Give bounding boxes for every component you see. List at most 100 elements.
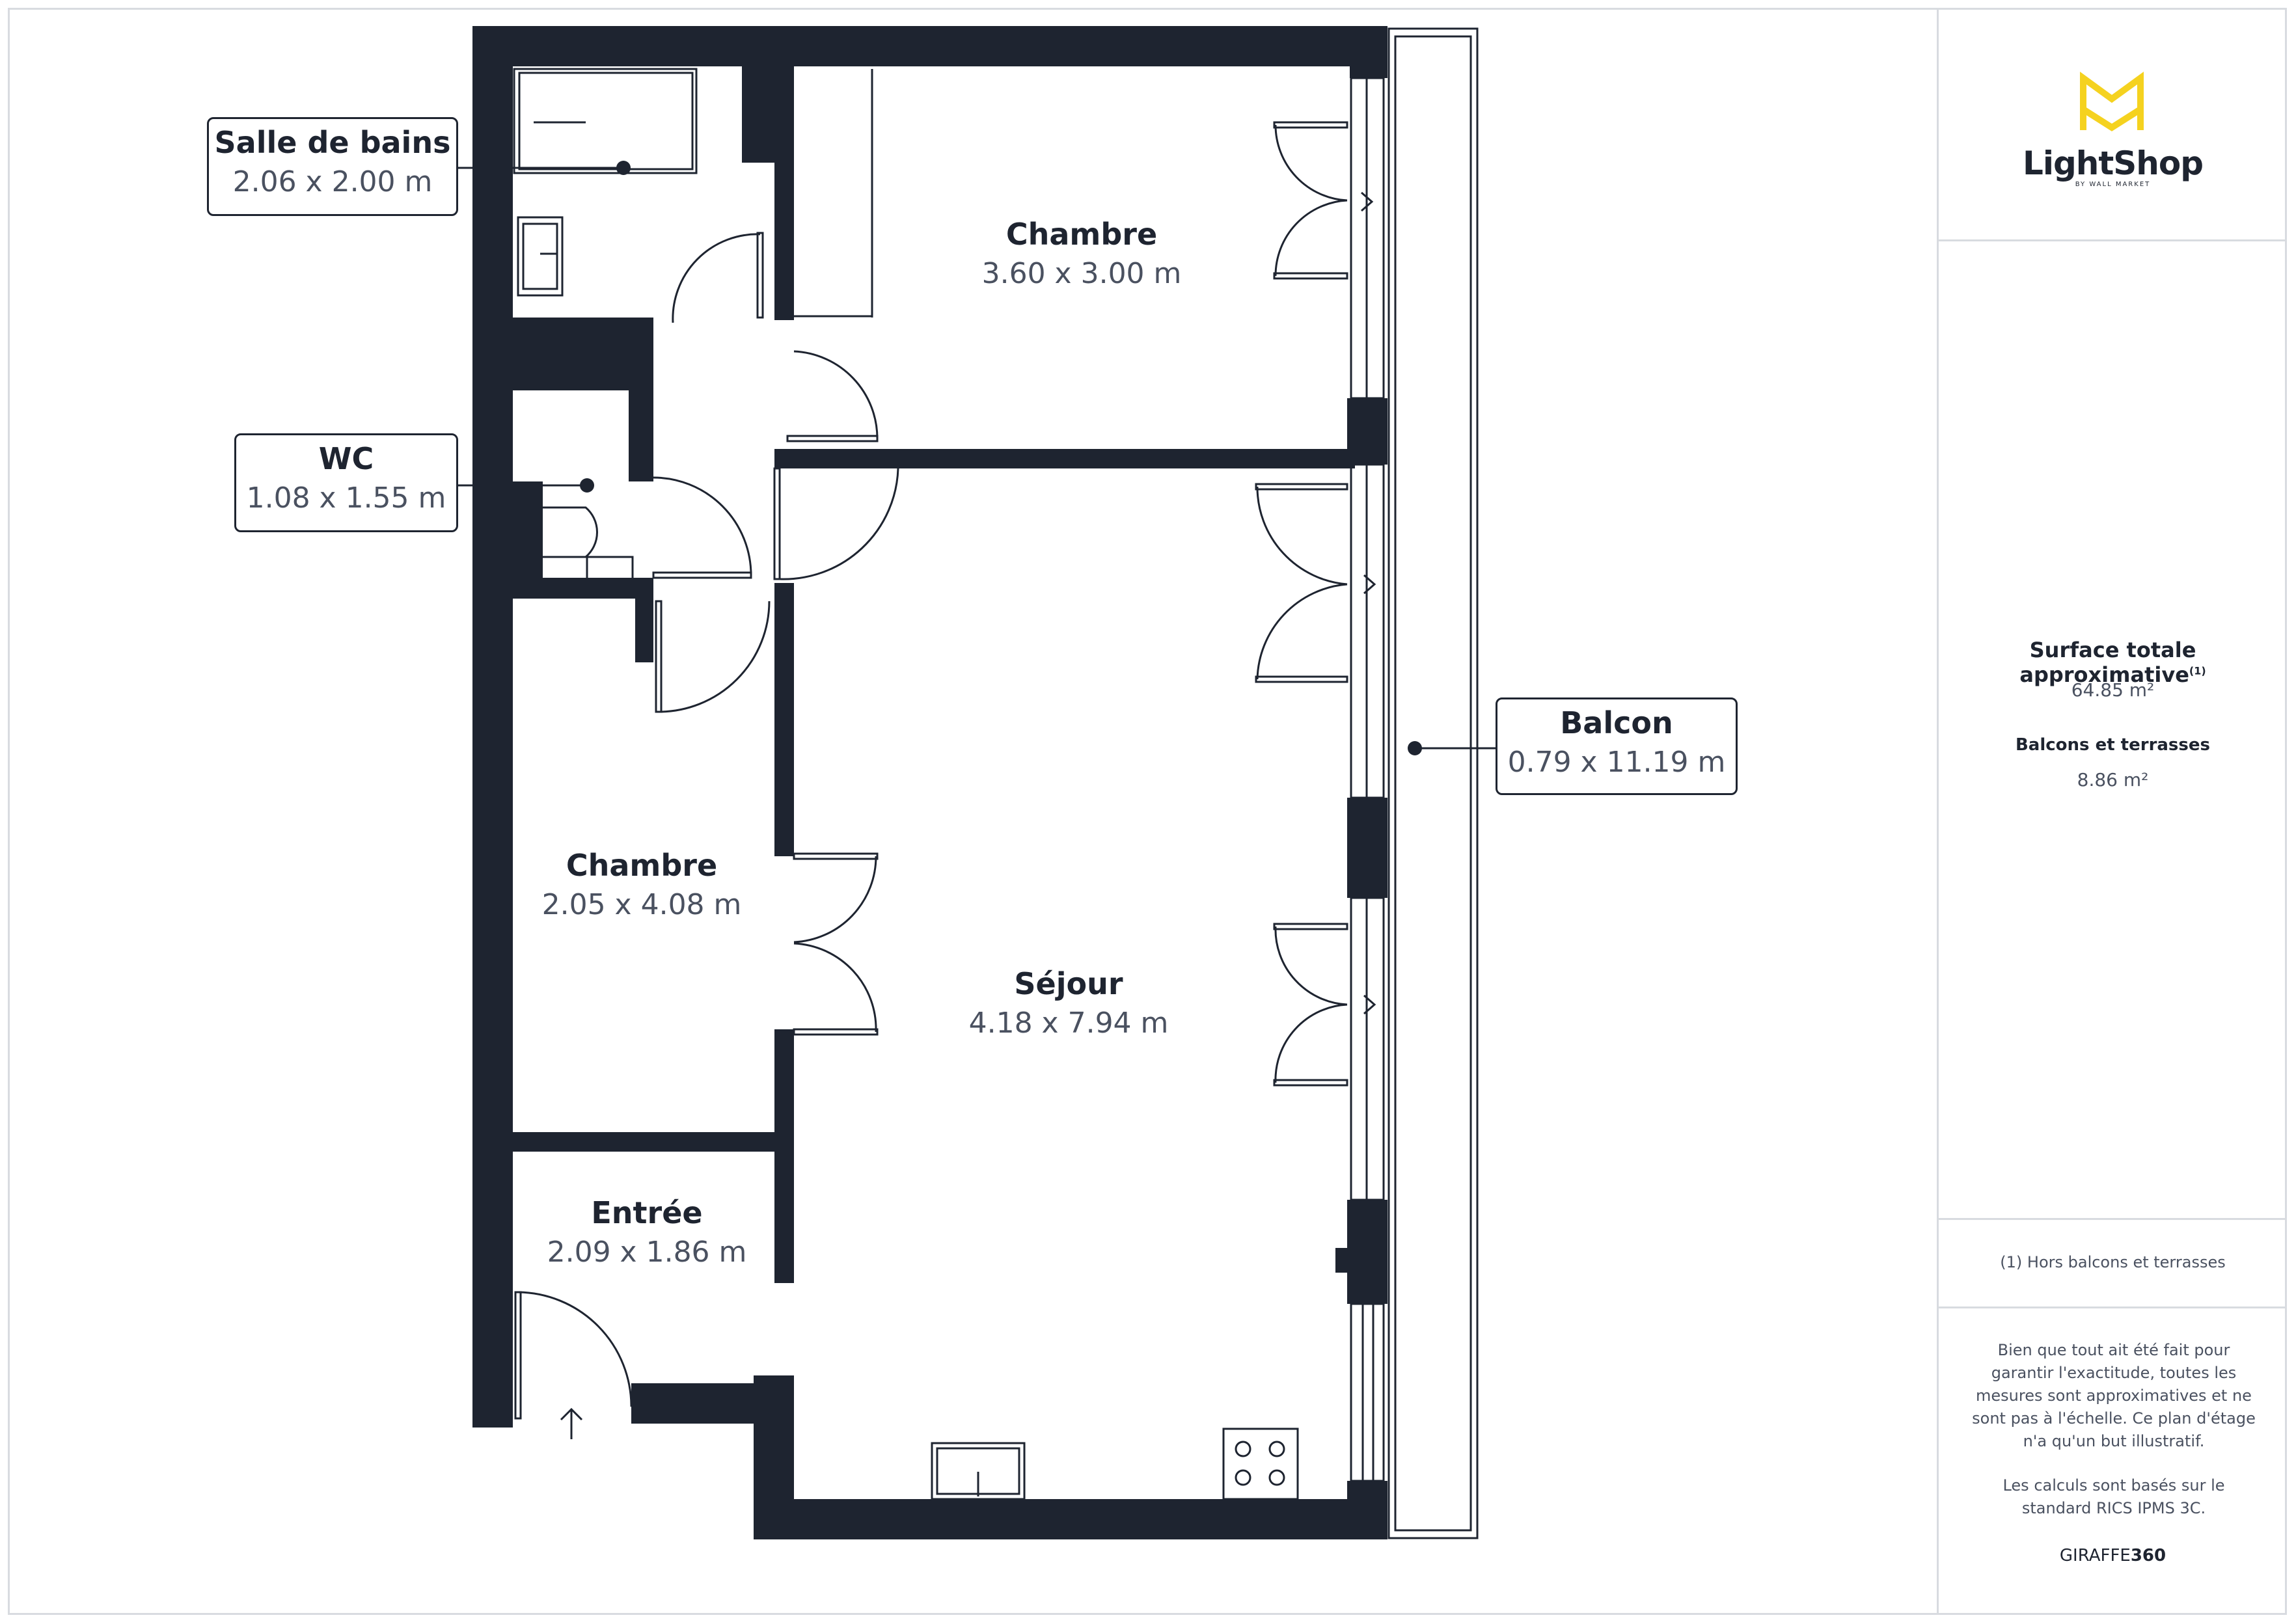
wall-top xyxy=(472,26,1387,66)
leader-dot xyxy=(616,161,631,175)
access-arrow xyxy=(1361,191,1374,212)
kitchen-sink xyxy=(931,1442,1026,1500)
toilet xyxy=(539,506,598,558)
room-dims: 0.79 x 11.19 m xyxy=(1507,746,1726,779)
wall-chambre2-sejour xyxy=(774,583,794,856)
callout-wc: WC 1.08 x 1.55 m xyxy=(234,433,458,532)
surface-value: 64.85 m² xyxy=(2071,679,2155,701)
divider xyxy=(1939,1306,2287,1308)
door-leaf xyxy=(1273,923,1348,930)
door-swing xyxy=(1274,124,1348,202)
wall-bottom xyxy=(754,1499,1387,1539)
wall-wc-bottom xyxy=(513,578,653,599)
hob-burner xyxy=(1268,1441,1285,1457)
room-dims: 2.06 x 2.00 m xyxy=(232,165,433,198)
balcony-inner xyxy=(1394,35,1472,1532)
door-leaf xyxy=(793,1028,879,1036)
hob-burner xyxy=(1235,1469,1251,1486)
lightshop-logo-icon xyxy=(2080,72,2144,131)
balcons-label: Balcons et terrasses xyxy=(2015,735,2210,755)
callout-salle-de-bains: Salle de bains 2.06 x 2.00 m xyxy=(207,117,458,216)
divider xyxy=(1939,239,2287,241)
door-leaf xyxy=(793,852,879,860)
door-leaf xyxy=(655,600,663,713)
door-leaf xyxy=(652,571,752,579)
door-swing xyxy=(793,350,879,439)
balcons-value: 8.86 m² xyxy=(2077,769,2149,791)
page-frame xyxy=(8,8,2287,1615)
door-leaf xyxy=(786,435,879,442)
wall-wc-right xyxy=(629,332,653,481)
room-name: WC xyxy=(318,441,374,476)
leader-dot xyxy=(580,478,594,493)
door-swing xyxy=(793,942,877,1033)
disclaimer: Bien que tout ait été fait pour garantir… xyxy=(1972,1341,2256,1450)
fixtures xyxy=(513,68,1299,1500)
room-name: Salle de bains xyxy=(214,125,451,160)
room-dims: 2.09 x 1.86 m xyxy=(547,1236,747,1269)
door-swing xyxy=(1274,926,1348,1006)
room-chambre-2: Chambre 2.05 x 4.08 m xyxy=(542,846,742,925)
room-chambre-1: Chambre 3.60 x 3.00 m xyxy=(982,215,1182,294)
wall-chambre2-entree xyxy=(513,1132,794,1152)
brand-subtitle: BY WALL MARKET xyxy=(2075,181,2151,188)
door-swing xyxy=(653,476,752,576)
door-swing xyxy=(517,1291,633,1407)
footnote: (1) Hors balcons et terrasses xyxy=(2000,1253,2226,1271)
brand-name: LightShop xyxy=(2022,144,2204,182)
balcony xyxy=(1387,27,1479,1539)
wc-basin xyxy=(586,556,634,584)
door-leaf xyxy=(1273,1079,1348,1087)
entry-arrow-head xyxy=(560,1407,583,1421)
credit-brand: GIRAFFE xyxy=(2059,1546,2131,1565)
room-dims: 1.08 x 1.55 m xyxy=(246,481,446,515)
hob-burner xyxy=(1235,1441,1251,1457)
door-leaf xyxy=(756,232,764,319)
door-leaf xyxy=(1273,272,1348,280)
door-leaf xyxy=(1255,675,1348,683)
surface-label-text: Surface totale approximative xyxy=(2019,638,2196,687)
wall-right-seg xyxy=(1347,798,1387,898)
wall-shaft xyxy=(742,66,774,163)
divider xyxy=(1939,1218,2287,1220)
windows xyxy=(1350,77,1385,1482)
hob xyxy=(1222,1428,1299,1500)
room-name: Chambre xyxy=(566,848,718,883)
hob-burner xyxy=(1268,1469,1285,1486)
bathtub-inner xyxy=(518,72,694,170)
wall-left xyxy=(472,26,513,1428)
surface-label: Surface totale approximative(1) xyxy=(1939,638,2287,687)
callout-balcon: Balcon 0.79 x 11.19 m xyxy=(1496,697,1738,795)
credit: GIRAFFE360 xyxy=(1939,1546,2287,1565)
wall-bath-chambre xyxy=(774,66,794,320)
access-arrow xyxy=(1363,574,1376,595)
balcony-outline xyxy=(1387,27,1479,1539)
access-arrow xyxy=(1363,994,1376,1015)
door-leaf xyxy=(773,467,781,580)
surface-footnote-mark: (1) xyxy=(2189,664,2206,677)
bathtub xyxy=(513,68,698,174)
door-swing xyxy=(1274,1003,1348,1083)
door-leaf xyxy=(1273,121,1348,129)
leaders xyxy=(458,167,1496,750)
room-name: Entrée xyxy=(591,1195,703,1230)
window xyxy=(1350,1303,1385,1482)
credit-number: 360 xyxy=(2130,1546,2166,1565)
room-dims: 4.18 x 7.94 m xyxy=(968,1007,1169,1040)
room-name: Balcon xyxy=(1560,705,1673,740)
door-swing xyxy=(1274,199,1348,277)
room-entree: Entrée 2.09 x 1.86 m xyxy=(547,1193,747,1273)
walls xyxy=(472,26,1387,1539)
floor-plan xyxy=(458,26,1496,1539)
door-leaf xyxy=(1255,483,1348,491)
door-swing xyxy=(793,856,877,943)
room-name: Chambre xyxy=(1005,217,1158,252)
room-dims: 3.60 x 3.00 m xyxy=(981,257,1182,290)
door-swing xyxy=(658,601,771,713)
wall-wc-pillar xyxy=(635,578,653,662)
wall-chambre2-sejour-low xyxy=(774,1029,794,1283)
door-swing xyxy=(1256,486,1348,586)
leader-dot xyxy=(1408,741,1422,755)
calc-standard: Les calculs sont basés sur le standard R… xyxy=(2002,1476,2225,1517)
info-panel: LightShop BY WALL MARKET Surface totale … xyxy=(1937,8,2287,1615)
